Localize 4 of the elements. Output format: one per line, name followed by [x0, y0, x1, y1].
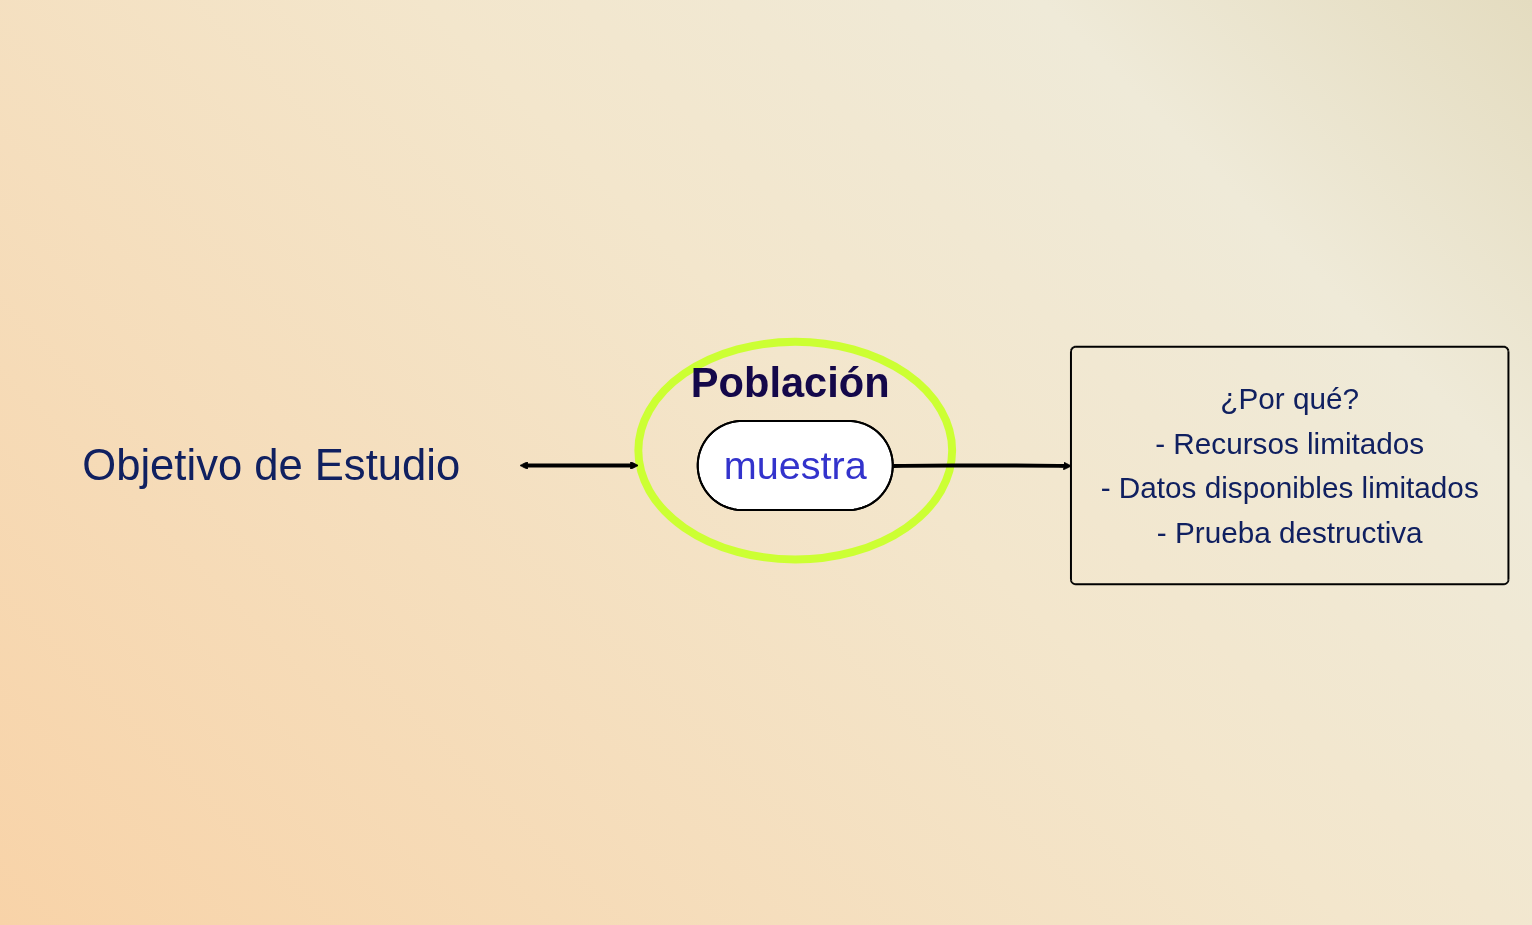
- arrow: [519, 460, 640, 470]
- arrow: [893, 461, 1073, 470]
- node-text: ¿Por qué? - Recursos limitados - Datos disponibles limitados - Prueba destructiva: [1100, 381, 1480, 549]
- node-text: Objetivo de Estudio: [82, 440, 461, 489]
